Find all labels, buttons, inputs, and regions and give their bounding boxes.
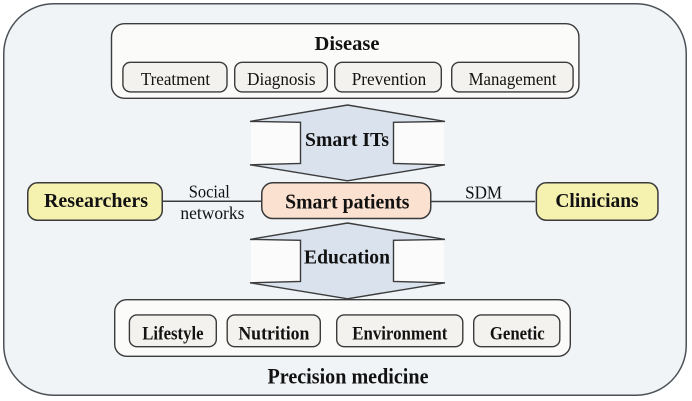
svg-text:SDM: SDM bbox=[465, 183, 502, 203]
svg-text:Precision medicine: Precision medicine bbox=[268, 363, 429, 388]
svg-text:Lifestyle: Lifestyle bbox=[142, 323, 203, 344]
svg-text:Nutrition: Nutrition bbox=[238, 323, 310, 344]
svg-text:Prevention: Prevention bbox=[352, 69, 427, 89]
svg-text:Disease: Disease bbox=[315, 34, 380, 55]
svg-text:networks: networks bbox=[180, 203, 244, 223]
svg-text:Clinicians: Clinicians bbox=[555, 191, 639, 212]
svg-text:Smart patients: Smart patients bbox=[285, 189, 409, 213]
svg-text:Education: Education bbox=[304, 247, 390, 268]
svg-text:Diagnosis: Diagnosis bbox=[247, 69, 316, 89]
svg-text:Treatment: Treatment bbox=[141, 69, 210, 89]
svg-text:Genetic: Genetic bbox=[490, 323, 545, 344]
svg-text:Environment: Environment bbox=[352, 323, 448, 344]
svg-text:Smart ITs: Smart ITs bbox=[305, 130, 389, 151]
svg-text:Researchers: Researchers bbox=[44, 190, 148, 212]
svg-text:Management: Management bbox=[469, 69, 557, 89]
svg-text:Social: Social bbox=[189, 182, 230, 202]
